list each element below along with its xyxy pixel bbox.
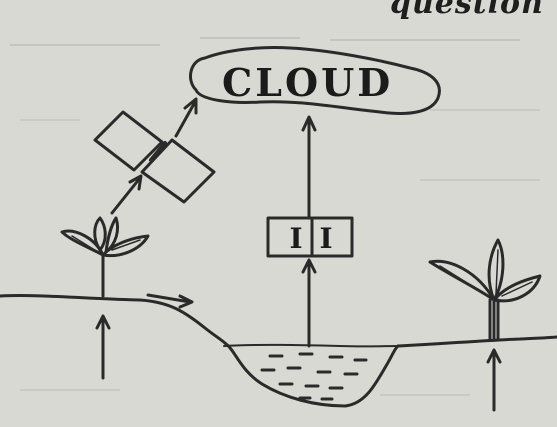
transpiration-arrow [110, 174, 143, 215]
right-root-arrow [486, 348, 502, 412]
cloud-shape [189, 46, 441, 115]
left-plant [60, 216, 150, 298]
center-box-right-label: I [319, 222, 332, 255]
cloud-label: CLOUD [222, 60, 393, 105]
pond-surface [223, 343, 399, 348]
left-root-arrow [95, 314, 111, 380]
ground-flow-arrow [146, 293, 194, 309]
center-box-left-label: I [289, 222, 302, 255]
tilted-box-pair [93, 110, 216, 204]
ground-line [0, 294, 557, 348]
right-plant [428, 238, 542, 342]
pond-basin [224, 342, 400, 408]
water-dashes [260, 352, 368, 401]
paper-texture [10, 37, 540, 396]
evaporation-arrow [301, 115, 317, 348]
to-cloud-arrow-left [174, 97, 198, 138]
heading-fragment: question [390, 0, 544, 21]
center-box-pair [266, 216, 354, 258]
